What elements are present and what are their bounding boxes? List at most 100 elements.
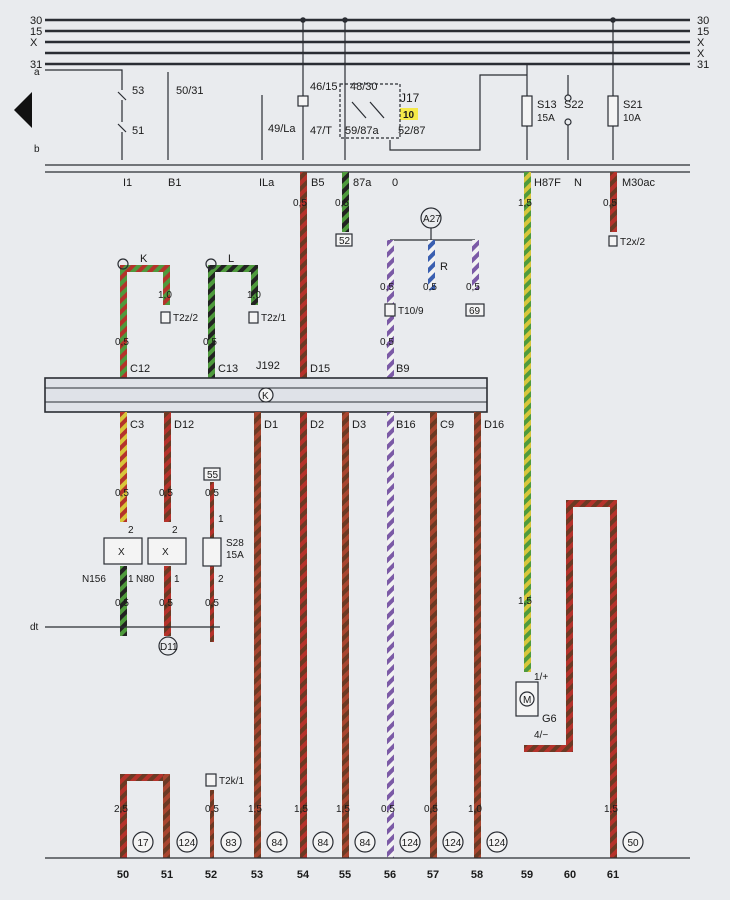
reference-number: 84 <box>271 838 283 849</box>
panel-pin-c9: C9 <box>440 419 454 431</box>
terminal-47-t: 47/T <box>310 125 332 137</box>
pin-ila: ILa <box>259 177 275 189</box>
supply-bus: 30 15 X 31 30 15 X X 31 <box>30 15 709 71</box>
connector-t2z1: T2z/1 <box>261 313 286 324</box>
pin-label: 1 <box>218 514 224 525</box>
gauge-label: 0,5 <box>335 198 349 209</box>
gauge-label: 0,5 <box>381 804 395 815</box>
reference-number: 84 <box>317 838 329 849</box>
gauge-label: 1,0 <box>468 804 482 815</box>
pin-label: 2 <box>128 525 134 536</box>
fuse-s13-label: S13 <box>537 99 557 111</box>
upper-wires: 0,5 0,5 1,5 0,5 52 T2x/2 A27 0,5 0,5 0,5… <box>115 172 645 672</box>
panel-pin-b16: B16 <box>396 419 416 431</box>
bus-label-right: X <box>697 37 705 49</box>
fuse-s21-rating: 10A <box>623 113 641 124</box>
motor-symbol: M <box>523 695 531 706</box>
gauge-label: 0,5 <box>203 337 217 348</box>
gauge-label: 1,5 <box>518 198 532 209</box>
fuse-group-top: S13 15A S22 S21 10A <box>521 20 643 160</box>
reference-circle <box>622 831 644 853</box>
reference-number: 83 <box>225 838 237 849</box>
fuse-slot-55: 55 <box>207 470 219 481</box>
b-row-labels: I1 B1 ILa B5 87a 0 H87F N M30ac <box>123 177 656 189</box>
g6-plus-pin: 1/+ <box>534 672 548 683</box>
fuse-s21-label: S21 <box>623 99 643 111</box>
panel-pin-b9: B9 <box>396 363 409 375</box>
panel-j192: J192 C12 C13 D15 B9 K C3 D12 D1 D2 D3 B1… <box>44 360 504 431</box>
bus-label-left: X <box>30 37 38 49</box>
connector-t10-9: T10/9 <box>398 306 424 317</box>
track-number: 56 <box>384 869 396 881</box>
panel-pin-d2: D2 <box>310 419 324 431</box>
gauge-label: 0,5 <box>115 488 129 499</box>
track-number: 54 <box>297 869 310 881</box>
gauge-label: 1,5 <box>248 804 262 815</box>
side-label-dt: dt <box>30 622 39 633</box>
reference-number: 124 <box>179 838 196 849</box>
pin-label: 1 <box>128 574 134 585</box>
gauge-label: 0,5 <box>115 337 129 348</box>
track-number: 59 <box>521 869 533 881</box>
pin-m30ac: M30ac <box>622 177 656 189</box>
pin-0: 0 <box>392 177 398 189</box>
component-n156 <box>103 537 143 565</box>
component-n80 <box>147 537 187 565</box>
terminal-50-31: 50/31 <box>176 85 204 97</box>
panel-pin-d1: D1 <box>264 419 278 431</box>
fuse-s13-rating: 15A <box>537 113 555 124</box>
gauge-label: 1,0 <box>247 290 261 301</box>
reference-circle <box>266 831 288 853</box>
gauge-label: 1,5 <box>604 804 618 815</box>
fuse-s13 <box>521 95 533 127</box>
terminal-46-15: 46/15 <box>310 81 338 93</box>
reference-number: 17 <box>137 838 149 849</box>
track-number: 55 <box>339 869 351 881</box>
reference-circle <box>220 831 242 853</box>
pin-label: 1 <box>174 574 180 585</box>
component-g6 <box>515 681 539 717</box>
bus-label-right: 30 <box>697 15 709 27</box>
gauge-label: 0,5 <box>115 598 129 609</box>
connector-t2x2: T2x/2 <box>620 237 645 248</box>
fuse-s22-label: S22 <box>564 99 584 111</box>
terminal-51: 51 <box>132 125 144 137</box>
terminal-48-30: 48/30 <box>350 81 378 93</box>
bottom-references: 1750124518352845384548455124561245712458… <box>117 831 644 881</box>
component-n156-symbol: X <box>118 547 125 558</box>
pin-87a: 87a <box>353 177 372 189</box>
gauge-label: 1,5 <box>336 804 350 815</box>
terminal-53: 53 <box>132 85 144 97</box>
track-number: 60 <box>564 869 576 881</box>
gauge-label: 0,5 <box>205 804 219 815</box>
side-label-a: a <box>34 67 40 78</box>
relay-number: 10 <box>403 110 415 121</box>
panel-pin-c3: C3 <box>130 419 144 431</box>
gauge-label: 0,5 <box>466 282 480 293</box>
bus-label-left: 15 <box>30 26 42 38</box>
pin-h87f: H87F <box>534 177 561 189</box>
pin-i1: I1 <box>123 177 132 189</box>
bus-label-right: 31 <box>697 59 709 71</box>
panel-pin-d12: D12 <box>174 419 194 431</box>
g6-minus-pin: 4/− <box>534 730 548 741</box>
gauge-label: 0,5 <box>159 488 173 499</box>
reference-circle <box>132 831 154 853</box>
module-a27: A27 <box>423 214 441 225</box>
track-number: 61 <box>607 869 619 881</box>
bus-label-right: 15 <box>697 26 709 38</box>
loop-l: L <box>228 253 234 265</box>
label-r: R <box>440 261 448 273</box>
triangle-pointer-icon <box>14 92 32 128</box>
pin-b1: B1 <box>168 177 181 189</box>
reference-circle <box>486 831 508 853</box>
track-number: 51 <box>161 869 173 881</box>
terminal-49-la: 49/La <box>268 123 296 135</box>
box-69: 69 <box>469 306 481 317</box>
switch-block: 53 51 50/31 49/La 46/15 47/T 48/30 59/87… <box>45 20 527 160</box>
track-number: 57 <box>427 869 439 881</box>
panel-pin-d16: D16 <box>484 419 504 431</box>
box-52: 52 <box>339 236 351 247</box>
gauge-label: 0,5 <box>603 198 617 209</box>
bus-label-left: 31 <box>30 59 42 71</box>
